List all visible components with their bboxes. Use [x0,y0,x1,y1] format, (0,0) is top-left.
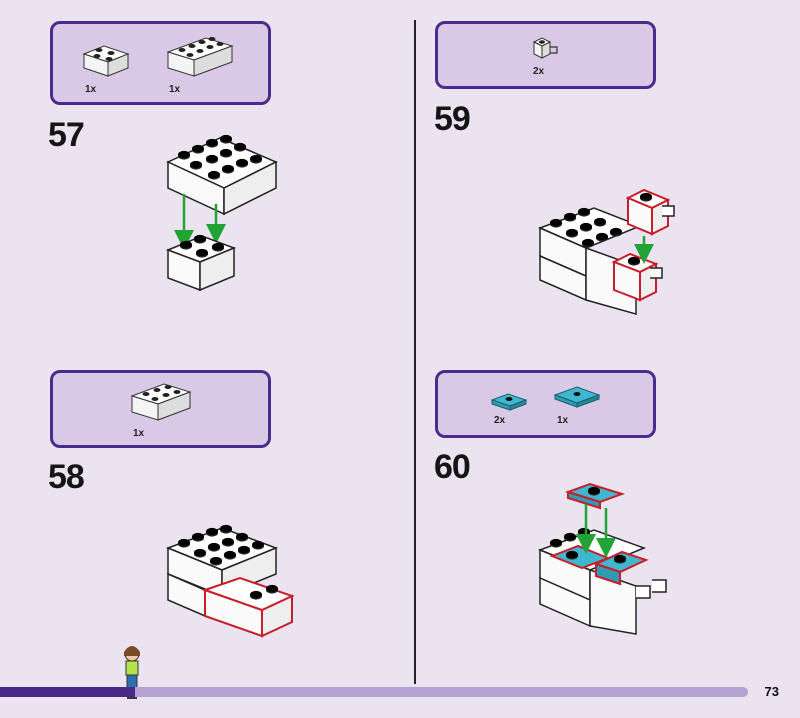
quantity-label: 2x [533,66,545,77]
step-60-illustration [537,482,667,635]
progress-track [0,687,748,697]
quantity-label: 1x [85,84,97,95]
quantity-label: 2x [494,415,506,426]
step-number-60: 60 [434,448,471,486]
quantity-label: 1x [557,415,569,426]
parts-callout-60 [435,370,656,438]
step-58-illustration [165,524,295,638]
step-number-58: 58 [48,458,85,496]
jumper-plate-icon [490,393,528,411]
page-divider [414,20,416,684]
step-number-57: 57 [48,116,85,154]
page-number: 73 [764,684,779,699]
quantity-label: 1x [133,428,145,439]
plate-2x2-icon [553,386,601,408]
step-57-illustration [165,134,278,292]
progress-fill [0,687,135,697]
quantity-label: 1x [169,84,181,95]
brick-2x3-icon [130,383,192,421]
clip-brick-icon [532,37,558,59]
step-number-59: 59 [434,100,471,138]
step-59-illustration [537,188,675,315]
brick-2x2-icon [82,45,130,77]
brick-2x4-icon [166,37,234,77]
